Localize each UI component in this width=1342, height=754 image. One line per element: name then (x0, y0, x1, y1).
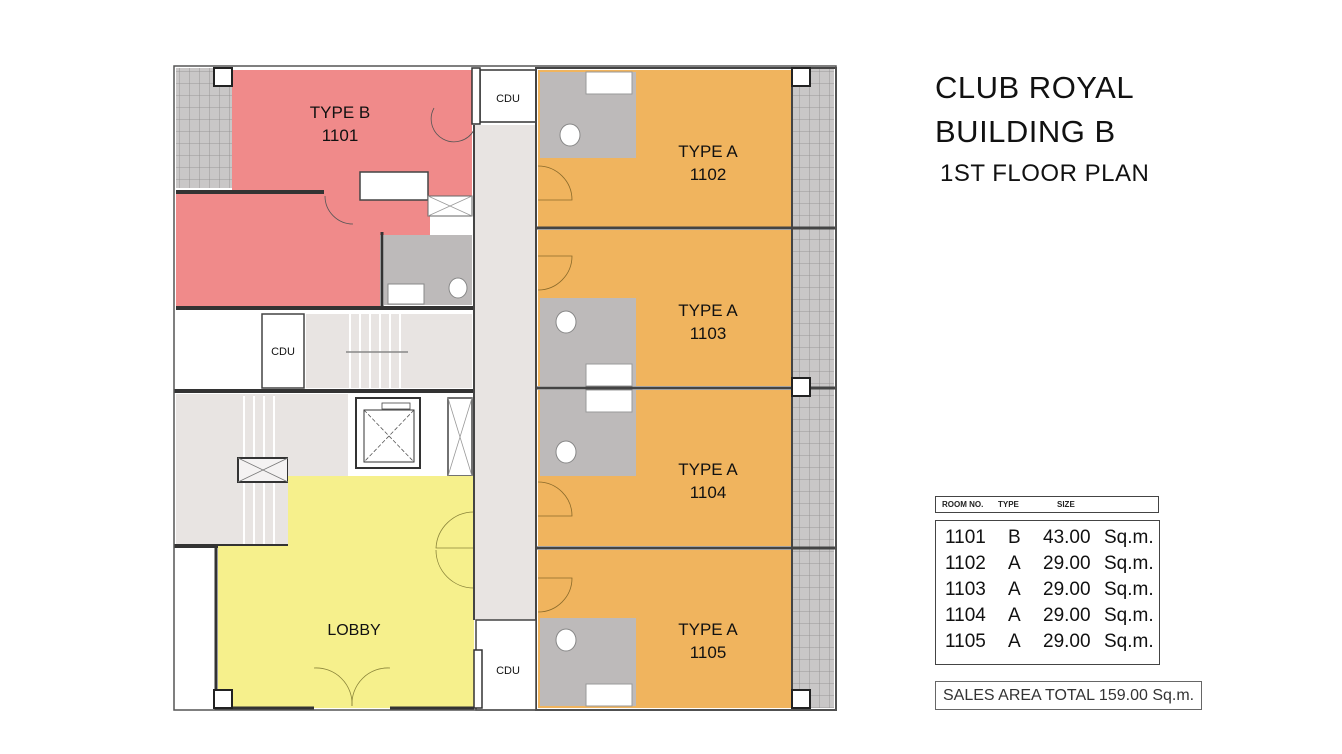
project-title: CLUB ROYAL (935, 70, 1135, 105)
row-room: 1105 (945, 631, 986, 652)
row-unit: Sq.m. (1104, 605, 1154, 626)
unit-1104[interactable] (536, 389, 836, 550)
lobby-label: LOBBY (327, 622, 381, 639)
row-unit: Sq.m. (1104, 579, 1154, 600)
room-type-1105: TYPE A (678, 620, 738, 639)
room-type-1101: TYPE B (310, 103, 370, 122)
unit-1102[interactable] (536, 70, 836, 230)
row-size: 29.00 (1043, 553, 1091, 574)
cdu-top (479, 69, 537, 123)
schedule-row: 1101 B 43.00 Sq.m. (936, 527, 1159, 553)
row-type: A (1008, 579, 1021, 600)
unit-1101[interactable] (176, 70, 475, 310)
row-size: 43.00 (1043, 527, 1091, 548)
unit-1103[interactable] (536, 230, 836, 390)
room-type-1103: TYPE A (678, 301, 738, 320)
unit-1105[interactable] (537, 550, 792, 708)
cdu-label-bottom: CDU (496, 665, 520, 677)
schedule-header: ROOM NO. TYPE SIZE (935, 496, 1159, 513)
corridor (474, 125, 536, 620)
cdu-bottom (475, 619, 537, 711)
schedule-row: 1104 A 29.00 Sq.m. (936, 605, 1159, 631)
room-number-1102: 1102 (690, 165, 727, 184)
row-size: 29.00 (1043, 605, 1091, 626)
schedule-row: 1105 A 29.00 Sq.m. (936, 631, 1159, 657)
cdu-label-top: CDU (496, 93, 520, 105)
room-type-1104: TYPE A (678, 460, 738, 479)
balcony-1101 (176, 68, 232, 188)
row-room: 1104 (945, 605, 986, 626)
lobby[interactable] (218, 476, 474, 708)
room-schedule: 1101 B 43.00 Sq.m. 1102 A 29.00 Sq.m. 11… (935, 520, 1160, 665)
row-room: 1102 (945, 553, 986, 574)
room-number-1104: 1104 (690, 483, 727, 502)
room-number-1105: 1105 (690, 643, 727, 662)
header-size: SIZE (1057, 500, 1075, 509)
cdu-middle (261, 313, 305, 389)
room-number-1101: 1101 (322, 126, 359, 145)
row-size: 29.00 (1043, 631, 1091, 652)
floor-title: 1ST FLOOR PLAN (940, 160, 1150, 187)
row-room: 1101 (945, 527, 986, 548)
room-number-1103: 1103 (690, 324, 727, 343)
row-unit: Sq.m. (1104, 553, 1154, 574)
header-type: TYPE (998, 500, 1019, 509)
row-unit: Sq.m. (1104, 631, 1154, 652)
row-room: 1103 (945, 579, 986, 600)
sales-area-total: SALES AREA TOTAL 159.00 Sq.m. (935, 681, 1202, 710)
row-type: B (1008, 527, 1021, 548)
row-size: 29.00 (1043, 579, 1091, 600)
row-unit: Sq.m. (1104, 527, 1154, 548)
row-type: A (1008, 631, 1021, 652)
schedule-row: 1103 A 29.00 Sq.m. (936, 579, 1159, 605)
cdu-label-middle: CDU (271, 346, 295, 358)
schedule-row: 1102 A 29.00 Sq.m. (936, 553, 1159, 579)
row-type: A (1008, 605, 1021, 626)
row-type: A (1008, 553, 1021, 574)
building-title: BUILDING B (935, 114, 1116, 149)
room-type-1102: TYPE A (678, 142, 738, 161)
header-room-no: ROOM NO. (942, 500, 984, 509)
